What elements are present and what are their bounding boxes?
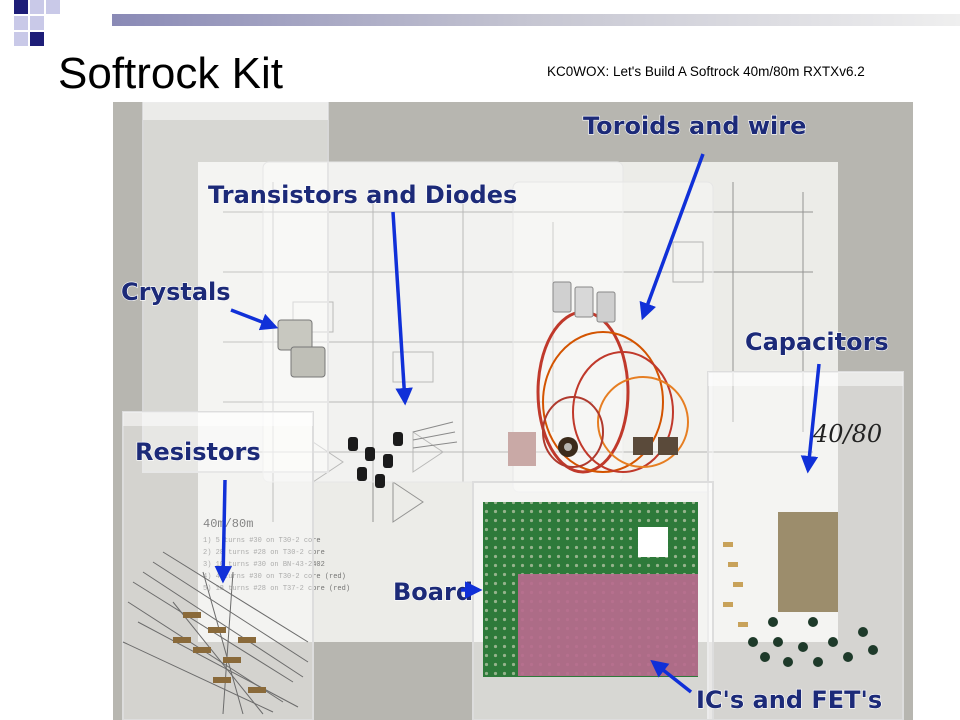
toroids-and-wire xyxy=(536,281,689,474)
decor-square xyxy=(14,0,28,14)
decor-square xyxy=(46,0,60,14)
kit-photo-illustration: 40m/80m 1) 5 turns #30 on T30-2 core 2) … xyxy=(113,102,913,720)
arrow-crystals xyxy=(230,308,279,331)
ic-bag xyxy=(518,574,698,676)
arrow-transistors xyxy=(391,211,413,406)
label-transistors: Transistors and Diodes xyxy=(208,181,517,209)
decor-square xyxy=(14,32,28,46)
label-ics: IC's and FET's xyxy=(696,686,882,714)
crystals xyxy=(277,319,326,378)
arrow-resistors xyxy=(214,479,233,584)
label-toroids: Toroids and wire xyxy=(583,112,806,140)
handwritten-band-label: 40/80 xyxy=(812,420,882,448)
arrow-ics xyxy=(650,659,693,694)
svg-text:1) 5 turns #30 on T30-2 core: 1) 5 turns #30 on T30-2 core xyxy=(203,537,321,545)
arrow-toroids xyxy=(639,153,705,321)
svg-text:4) 4 turns #30 on T30-2 core (: 4) 4 turns #30 on T30-2 core (red) xyxy=(203,573,346,581)
schematic-band-note: 40m/80m xyxy=(203,517,253,531)
svg-text:5) 18 turns #28 on T37-2 core: 5) 18 turns #28 on T37-2 core (red) xyxy=(203,585,350,593)
decor-square xyxy=(14,16,28,30)
slide-subtitle: KC0WOX: Let's Build A Softrock 40m/80m R… xyxy=(547,64,865,79)
svg-text:3) 10 turns #30 on BN-43-2402: 3) 10 turns #30 on BN-43-2402 xyxy=(203,561,325,569)
decor-square xyxy=(30,0,44,14)
label-crystals: Crystals xyxy=(121,278,231,306)
svg-text:2) 28 turns #28 on T30-2 core: 2) 28 turns #28 on T30-2 core xyxy=(203,549,325,557)
slide-title: Softrock Kit xyxy=(58,49,283,98)
resistors xyxy=(122,551,309,715)
arrow-capacitors xyxy=(800,363,821,474)
label-capacitors: Capacitors xyxy=(745,328,889,356)
label-board: Board xyxy=(393,578,473,606)
kit-photo: 40m/80m 1) 5 turns #30 on T30-2 core 2) … xyxy=(113,102,913,720)
decor-square xyxy=(62,0,76,14)
header-gradient-rule xyxy=(112,14,960,26)
transistors xyxy=(348,421,536,488)
label-resistors: Resistors xyxy=(135,438,261,466)
decor-square xyxy=(30,32,44,46)
decor-square xyxy=(30,16,44,30)
capacitors xyxy=(723,512,878,667)
decor-square xyxy=(0,16,14,30)
